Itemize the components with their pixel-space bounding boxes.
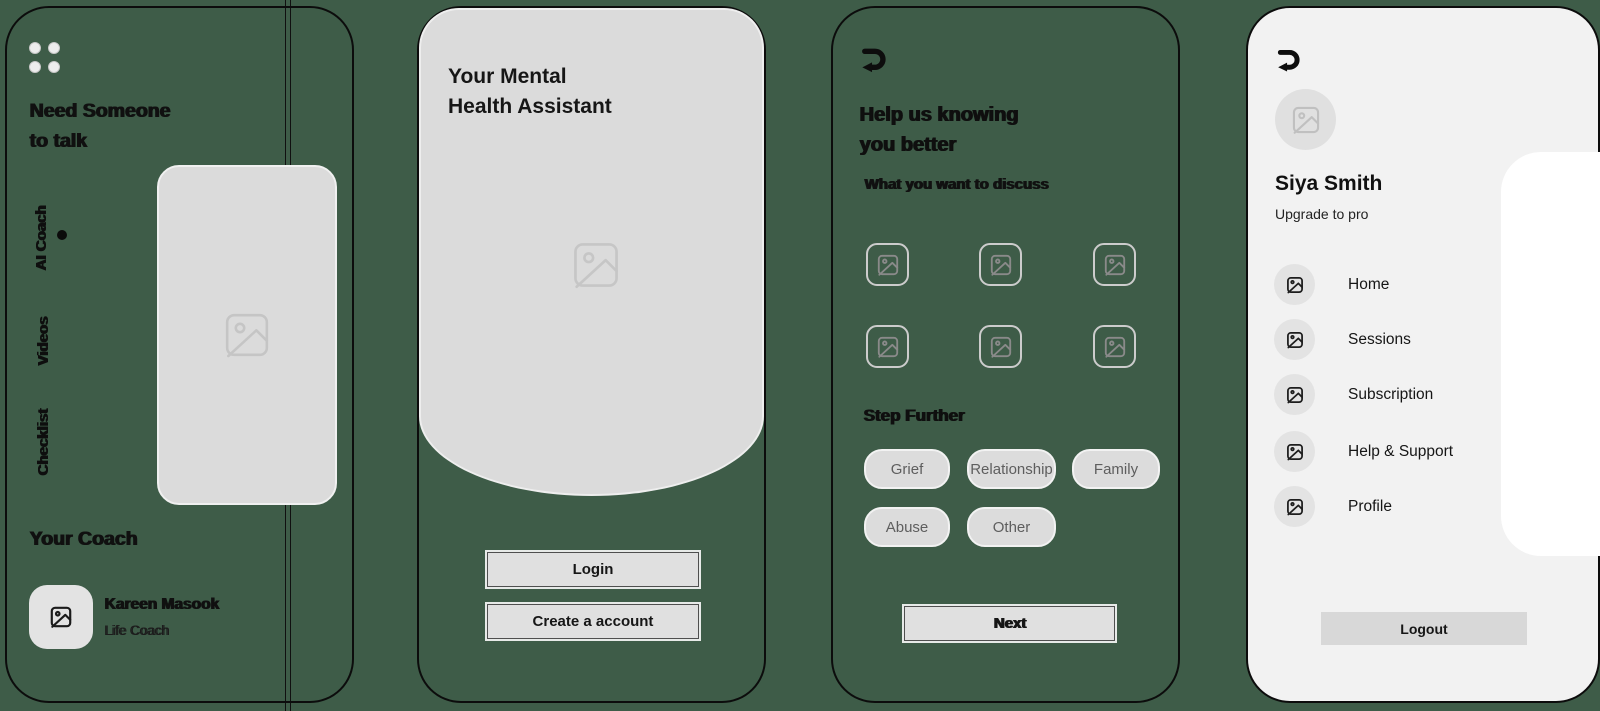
dot <box>29 42 41 54</box>
menu-item-label: Sessions <box>1348 330 1411 348</box>
menu-item-label: Profile <box>1348 497 1392 515</box>
hero-image-area: Your Mental Health Assistant <box>419 8 764 496</box>
topic-image-tile[interactable] <box>866 243 909 286</box>
next-button-label: Next <box>993 615 1026 632</box>
section-title: Your Coach <box>29 528 137 550</box>
menu-item-profile[interactable]: Profile <box>1274 486 1392 527</box>
active-nav-dot <box>57 230 67 240</box>
create-account-label: Create a account <box>532 613 654 630</box>
screen-talk: Need Someone to talk AI Coach Videos Che… <box>5 6 354 703</box>
topic-image-tile[interactable] <box>979 325 1022 368</box>
image-placeholder-icon <box>1274 486 1315 527</box>
topic-image-tile[interactable] <box>1093 325 1136 368</box>
screen-profile: Siya Smith Upgrade to pro Home Sessions … <box>1246 6 1600 703</box>
app-title: Your Mental Health Assistant <box>448 62 612 122</box>
topic-image-tile[interactable] <box>1093 243 1136 286</box>
menu-item-label: Help & Support <box>1348 442 1454 460</box>
profile-avatar <box>1275 89 1336 150</box>
section-title: Step Further <box>863 406 965 425</box>
image-placeholder-icon <box>1274 264 1315 305</box>
back-arrow-icon[interactable] <box>858 46 887 73</box>
content-panel <box>1501 152 1600 556</box>
sidebar-item-checklist[interactable]: Checklist <box>35 409 52 476</box>
dot <box>48 42 60 54</box>
upgrade-link[interactable]: Upgrade to pro <box>1275 206 1369 222</box>
profile-name: Siya Smith <box>1275 172 1383 195</box>
title-line: Health Assistant <box>448 95 612 118</box>
image-placeholder-icon <box>1274 374 1315 415</box>
logout-button-label: Logout <box>1400 620 1448 637</box>
login-button[interactable]: Login <box>487 552 699 587</box>
screen-discuss: Help us knowing you better What you want… <box>831 6 1180 703</box>
sidebar-item-videos[interactable]: Videos <box>35 317 52 366</box>
chip-other[interactable]: Other <box>967 507 1056 547</box>
chip-abuse[interactable]: Abuse <box>864 507 950 547</box>
logout-button[interactable]: Logout <box>1321 612 1527 645</box>
image-placeholder-icon <box>1274 319 1315 360</box>
title-line: Help us knowing <box>859 104 1018 126</box>
menu-item-home[interactable]: Home <box>1274 264 1389 305</box>
menu-item-sessions[interactable]: Sessions <box>1274 319 1411 360</box>
menu-item-help-support[interactable]: Help & Support <box>1274 431 1453 472</box>
menu-item-label: Home <box>1348 275 1390 293</box>
topic-image-tile[interactable] <box>866 325 909 368</box>
chip-grief[interactable]: Grief <box>864 449 950 489</box>
dots-grid-menu-icon[interactable] <box>29 42 60 73</box>
title-line: Need Someone <box>29 100 170 122</box>
dot <box>48 61 60 73</box>
title-line: you better <box>859 134 956 156</box>
title-line: Your Mental <box>448 65 567 88</box>
menu-item-label: Subscription <box>1348 385 1434 403</box>
create-account-button[interactable]: Create a account <box>487 604 699 639</box>
menu-item-subscription[interactable]: Subscription <box>1274 374 1433 415</box>
next-button[interactable]: Next <box>904 606 1115 641</box>
image-placeholder-icon <box>1289 103 1323 137</box>
discuss-subtitle: What you want to discuss <box>864 176 1049 193</box>
chip-family[interactable]: Family <box>1072 449 1160 489</box>
content-image-card <box>157 165 337 505</box>
screen-welcome: Your Mental Health Assistant Login Creat… <box>417 6 766 703</box>
image-placeholder-icon <box>48 604 74 630</box>
login-button-label: Login <box>572 561 614 578</box>
dot <box>29 61 41 73</box>
chip-relationship[interactable]: Relationship <box>967 449 1056 489</box>
page-title: Need Someone to talk <box>29 96 170 156</box>
image-placeholder-icon <box>219 307 275 363</box>
coach-name: Kareen Masook <box>104 596 219 613</box>
title-line: to talk <box>29 130 87 152</box>
back-arrow-icon[interactable] <box>1273 48 1302 72</box>
image-placeholder-icon <box>567 236 625 294</box>
image-placeholder-icon <box>1274 431 1315 472</box>
coach-avatar <box>29 585 93 649</box>
topic-image-tile[interactable] <box>979 243 1022 286</box>
coach-role: Life Coach <box>104 623 169 638</box>
page-title: Help us knowing you better <box>859 100 1018 160</box>
sidebar-item-ai-coach[interactable]: AI Coach <box>33 205 50 271</box>
